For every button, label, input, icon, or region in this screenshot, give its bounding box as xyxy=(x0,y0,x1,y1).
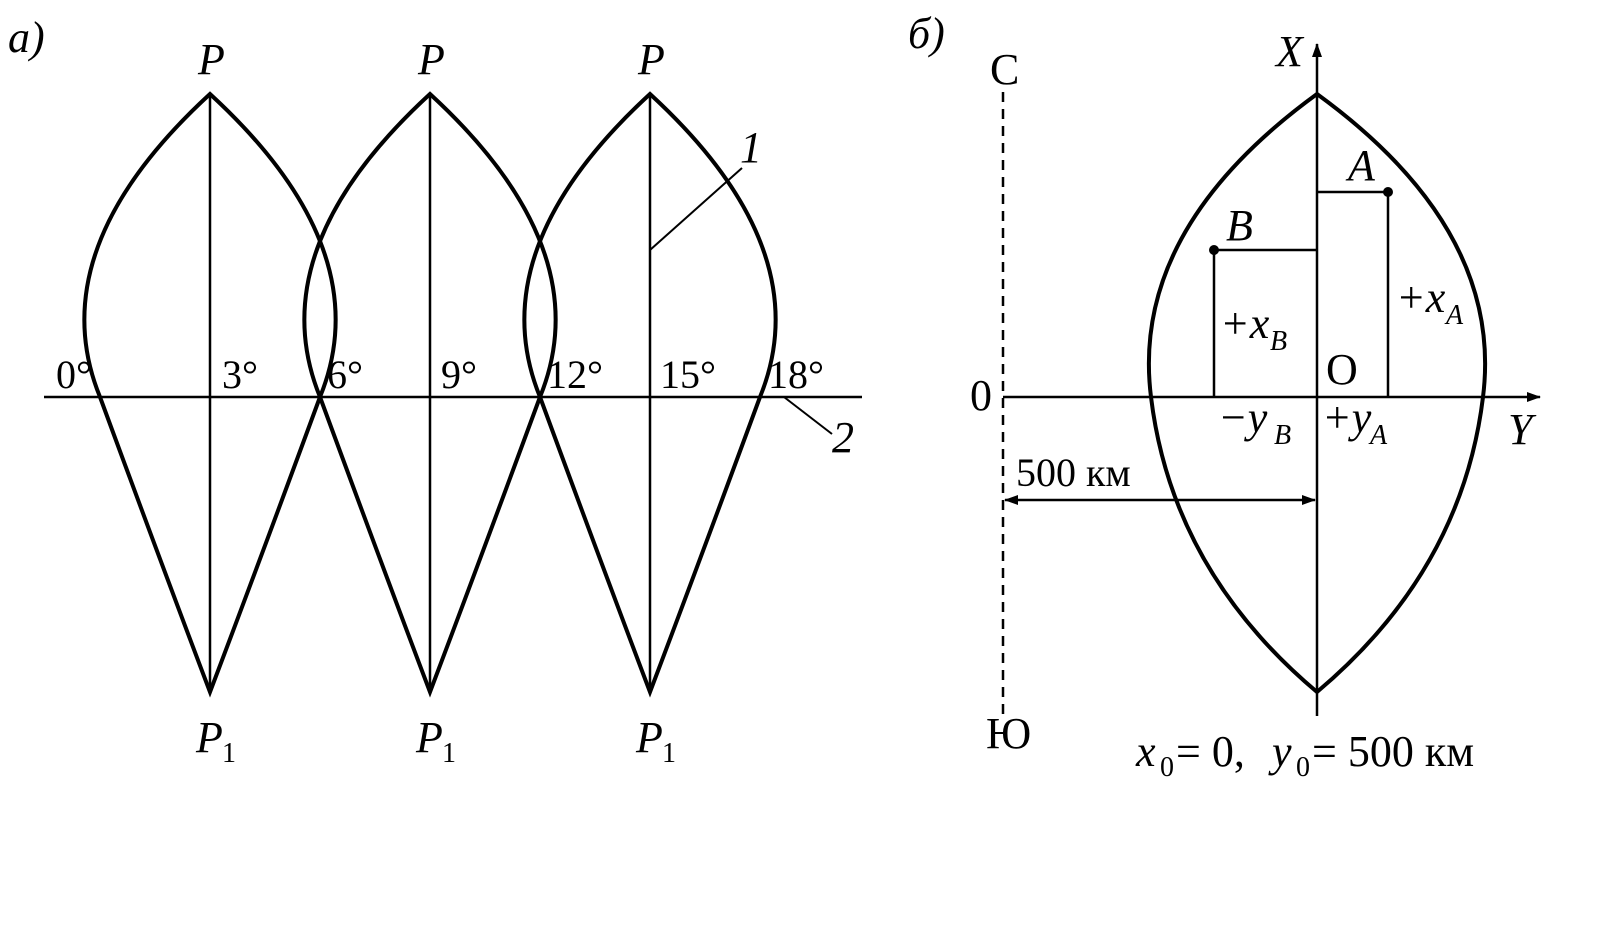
x-axis-label: X xyxy=(1274,27,1305,76)
pole-south-label: P xyxy=(195,713,223,762)
panel-a: а) P P P P 1 P 1 P 1 0° 3° 6° 9° 12° 15°… xyxy=(8,13,862,769)
degree-label: 18° xyxy=(768,352,824,397)
callout-1-leader xyxy=(649,167,743,251)
formula-y0: y xyxy=(1268,727,1292,776)
point-b-marker xyxy=(1209,245,1219,255)
degree-label: 6° xyxy=(327,352,363,397)
pole-south-subscript: 1 xyxy=(662,738,676,769)
degree-label: 3° xyxy=(222,352,258,397)
y-axis-label: Y xyxy=(1508,405,1537,454)
minus-yb-subscript: B xyxy=(1274,420,1291,451)
panel-a-tag: а) xyxy=(8,13,45,62)
formula-x0: x xyxy=(1135,727,1156,776)
formula-x0-subscript: 0 xyxy=(1160,752,1174,783)
north-label: С xyxy=(990,45,1019,94)
plus-xb-subscript: B xyxy=(1270,326,1287,357)
south-label: Ю xyxy=(986,709,1031,758)
plus-xb-label: +x xyxy=(1220,299,1270,348)
degree-label: 0° xyxy=(56,352,92,397)
point-a-marker xyxy=(1383,187,1393,197)
panel-b: б) С Ю X Y O 0 A +x A B +x B −y B +y A 5 xyxy=(908,9,1541,783)
plus-xa-label: +x xyxy=(1396,273,1446,322)
minus-yb-label: −y xyxy=(1218,393,1268,442)
degree-label: 15° xyxy=(660,352,716,397)
formula-y0-subscript: 0 xyxy=(1296,752,1310,783)
formula-x0-value: = 0, xyxy=(1176,727,1245,776)
callout-2-leader xyxy=(783,396,833,435)
plus-xa-subscript: A xyxy=(1444,300,1464,331)
plus-ya-subscript: A xyxy=(1368,420,1388,451)
callout-2-label: 2 xyxy=(832,413,854,462)
point-b-label: B xyxy=(1226,201,1253,250)
pole-south-label: P xyxy=(415,713,443,762)
point-a-label: A xyxy=(1345,141,1376,190)
pole-north-label: P xyxy=(417,35,445,84)
pole-north-label: P xyxy=(197,35,225,84)
zero-label: 0 xyxy=(970,371,992,420)
distance-label: 500 км xyxy=(1016,450,1131,495)
pole-south-subscript: 1 xyxy=(222,738,236,769)
callout-1-label: 1 xyxy=(740,123,762,172)
degree-label: 9° xyxy=(441,352,477,397)
panel-b-tag: б) xyxy=(908,9,945,58)
pole-south-label: P xyxy=(635,713,663,762)
degree-label: 12° xyxy=(547,352,603,397)
plus-ya-label: +y xyxy=(1322,393,1372,442)
pole-north-label: P xyxy=(637,35,665,84)
pole-south-subscript: 1 xyxy=(442,738,456,769)
origin-label: O xyxy=(1326,345,1358,394)
formula-y0-value: = 500 км xyxy=(1312,727,1474,776)
